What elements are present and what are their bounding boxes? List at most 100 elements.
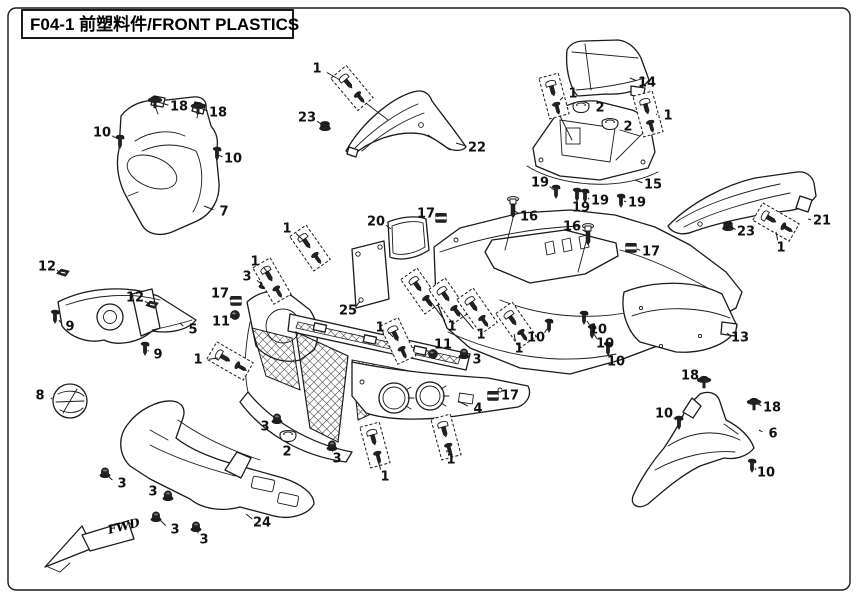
callout-ref-11: 11 bbox=[434, 338, 452, 353]
callout-ref-5: 5 bbox=[188, 323, 197, 338]
callout-leader bbox=[229, 315, 232, 319]
callout-leader bbox=[593, 333, 598, 339]
callout-ref-6: 6 bbox=[768, 427, 777, 442]
callout-leader bbox=[316, 120, 322, 125]
callout-leader bbox=[758, 429, 763, 433]
callout-ref-10: 10 bbox=[224, 152, 242, 167]
screw-icon bbox=[140, 341, 150, 356]
callout-ref-17: 17 bbox=[501, 389, 519, 404]
part-4-headlight-panel bbox=[351, 361, 531, 420]
callout-leader bbox=[807, 218, 812, 221]
parts-layer: FWD bbox=[44, 39, 817, 573]
callout-ref-1: 1 bbox=[568, 87, 577, 102]
callout-leader bbox=[144, 300, 150, 305]
callout-ref-1: 1 bbox=[476, 328, 485, 343]
callout-ref-1: 1 bbox=[380, 470, 389, 485]
callout-leader bbox=[699, 378, 703, 382]
part-13-side-pod bbox=[622, 282, 738, 353]
callout-leader bbox=[295, 233, 304, 241]
callout-ref-1: 1 bbox=[446, 453, 455, 468]
callout-ref-18: 18 bbox=[170, 100, 188, 115]
flange-nut-icon bbox=[190, 521, 202, 533]
screw-icon bbox=[50, 309, 60, 324]
callout-leader bbox=[513, 333, 516, 342]
callout-ref-18: 18 bbox=[681, 369, 699, 384]
callout-leader bbox=[263, 266, 268, 273]
callout-leader bbox=[726, 332, 731, 336]
part-5-grille-wing bbox=[57, 288, 197, 344]
callout-leader bbox=[385, 224, 392, 230]
callout-ref-2: 2 bbox=[282, 445, 291, 460]
callout-ref-22: 22 bbox=[468, 141, 486, 156]
callout-leader bbox=[455, 142, 467, 147]
callout-ref-1: 1 bbox=[282, 222, 291, 237]
callout-leader bbox=[549, 186, 555, 191]
screw-set-box bbox=[538, 72, 570, 120]
callout-leader bbox=[586, 320, 590, 326]
callout-ref-16: 16 bbox=[563, 220, 581, 235]
callout-ref-3: 3 bbox=[117, 477, 126, 492]
callout-ref-17: 17 bbox=[211, 287, 229, 302]
callout-leader bbox=[582, 229, 587, 233]
callout-leader bbox=[431, 349, 435, 353]
callout-ref-3: 3 bbox=[472, 353, 481, 368]
callout-ref-1: 1 bbox=[250, 255, 259, 270]
fwd-arrow: FWD bbox=[44, 515, 142, 573]
page-title: F04-1 前塑料件/FRONT PLASTICS bbox=[30, 14, 299, 34]
callout-ref-20: 20 bbox=[367, 215, 385, 230]
callout-leader bbox=[457, 400, 469, 407]
callout-ref-25: 25 bbox=[339, 304, 357, 319]
callout-leader bbox=[208, 357, 219, 360]
screw-set-box bbox=[289, 224, 331, 272]
callout-ref-17: 17 bbox=[642, 245, 660, 260]
callout-leader bbox=[56, 269, 60, 273]
callout-leader bbox=[673, 417, 677, 421]
callout-leader bbox=[655, 113, 658, 116]
callout-leader bbox=[623, 200, 627, 203]
flange-nut-icon bbox=[150, 511, 162, 523]
callout-ref-10: 10 bbox=[93, 126, 111, 141]
callout-ref-14: 14 bbox=[638, 76, 656, 91]
callout-ref-10: 10 bbox=[655, 407, 673, 422]
callout-leader bbox=[245, 513, 253, 520]
cap-nut-icon bbox=[229, 309, 241, 321]
callout-ref-10: 10 bbox=[757, 466, 775, 481]
callout-ref-10: 10 bbox=[607, 355, 625, 370]
fastener-layer bbox=[50, 64, 800, 533]
part-15-dash-bracket bbox=[526, 100, 659, 185]
grommet-icon bbox=[279, 430, 297, 443]
callout-ref-12: 12 bbox=[38, 260, 56, 275]
callout-ref-7: 7 bbox=[219, 205, 228, 220]
callout-ref-1: 1 bbox=[447, 320, 456, 335]
callout-ref-11: 11 bbox=[212, 315, 230, 330]
callout-leader bbox=[544, 328, 548, 334]
screw-icon bbox=[551, 184, 561, 199]
grommet-icon bbox=[572, 101, 590, 114]
callout-ref-19: 19 bbox=[572, 201, 590, 216]
clip-icon bbox=[625, 243, 637, 253]
callout-ref-2: 2 bbox=[595, 101, 604, 116]
callout-leader bbox=[559, 97, 564, 101]
speed-clip-icon bbox=[55, 268, 71, 278]
push-pin-icon bbox=[696, 375, 712, 389]
callout-leader bbox=[332, 449, 334, 452]
callout-leader bbox=[256, 280, 261, 284]
callout-leader bbox=[50, 397, 53, 400]
flange-nut-icon bbox=[326, 440, 338, 452]
callout-ref-9: 9 bbox=[153, 348, 162, 363]
callout-ref-1: 1 bbox=[514, 342, 523, 357]
callout-leader bbox=[157, 101, 169, 106]
callout-leader bbox=[587, 197, 590, 200]
callout-ref-10: 10 bbox=[589, 323, 607, 338]
callout-ref-2: 2 bbox=[623, 120, 632, 135]
part-6-lower-side-panel bbox=[631, 391, 755, 508]
part-21-fender-trim bbox=[667, 171, 817, 235]
callout-ref-18: 18 bbox=[763, 401, 781, 416]
callout-leader bbox=[754, 467, 757, 470]
screw-icon bbox=[616, 193, 626, 208]
callout-leader bbox=[629, 77, 637, 82]
callout-ref-3: 3 bbox=[260, 420, 269, 435]
callout-leader bbox=[634, 179, 643, 184]
callout-ref-3: 3 bbox=[170, 523, 179, 538]
